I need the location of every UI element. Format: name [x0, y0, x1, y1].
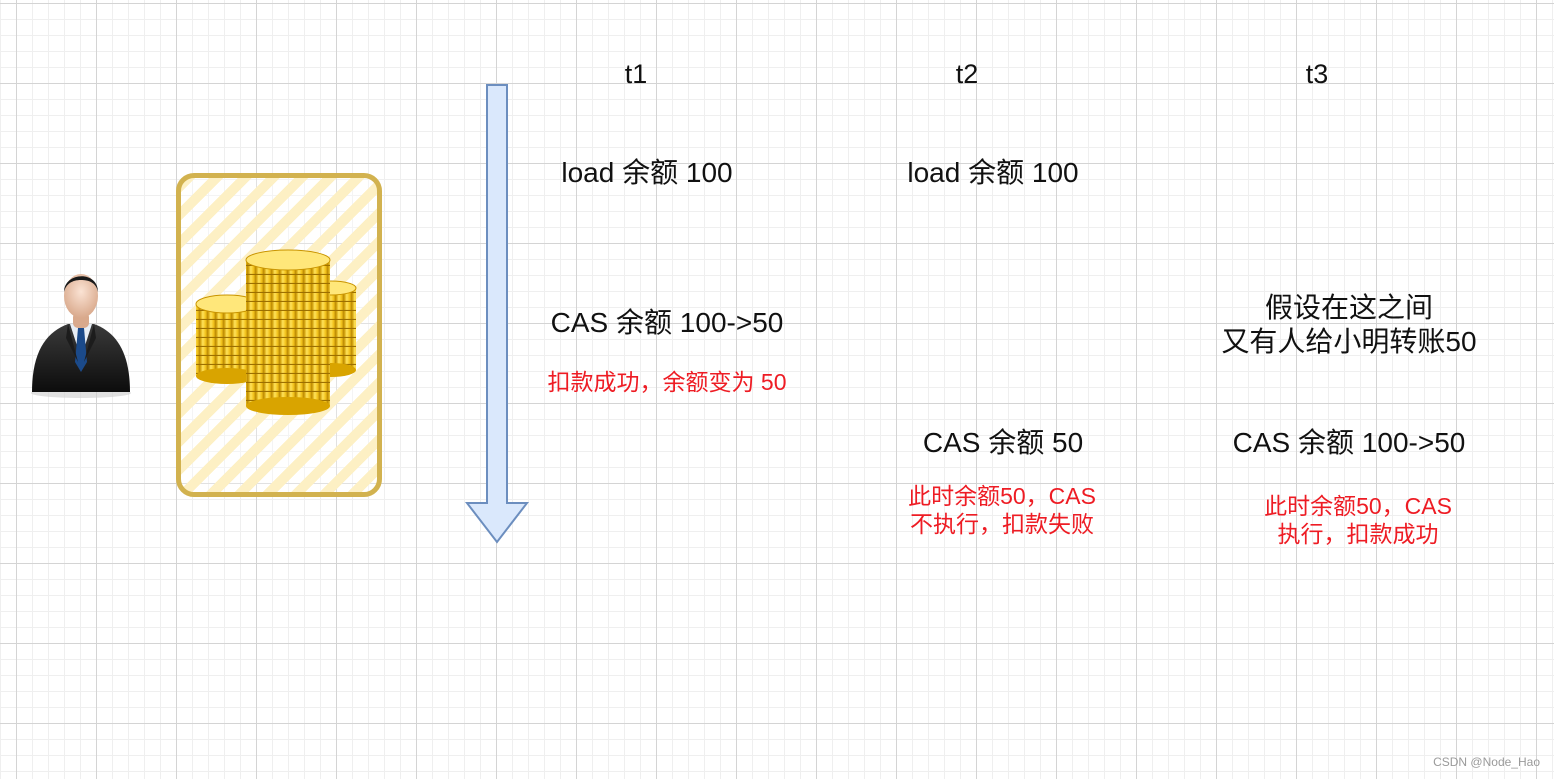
t3-result-note: 此时余额50，CAS 执行，扣款成功	[1264, 493, 1452, 548]
t2-load-step: load 余额 100	[907, 157, 1079, 188]
t2-result-line-1: 此时余额50，CAS	[908, 483, 1096, 509]
column-header-t2: t2	[955, 59, 979, 89]
t2-result-note: 此时余额50，CAS 不执行，扣款失败	[908, 483, 1096, 538]
time-arrow-down-icon	[464, 84, 530, 544]
t3-event-line-1: 假设在这之间	[1264, 292, 1433, 323]
coin-stack-icon	[195, 249, 357, 415]
t3-event-note: 假设在这之间 又有人给小明转账50	[1221, 291, 1476, 358]
t1-cas-step: CAS 余额 100->50	[550, 307, 784, 338]
businessman-icon	[31, 274, 131, 398]
column-header-t3: t3	[1305, 59, 1329, 89]
t2-cas-step: CAS 余额 50	[922, 427, 1084, 458]
t1-load-step: load 余额 100	[561, 157, 733, 188]
watermark: CSDN @Node_Hao	[1433, 755, 1540, 769]
t2-result-line-2: 不执行，扣款失败	[910, 510, 1094, 537]
t3-cas-step: CAS 余额 100->50	[1232, 427, 1466, 458]
t1-result-note: 扣款成功，余额变为 50	[547, 369, 787, 395]
t3-result-line-1: 此时余额50，CAS	[1264, 493, 1452, 519]
column-header-t1: t1	[624, 59, 648, 89]
t3-result-line-2: 执行，扣款成功	[1277, 520, 1439, 547]
t3-event-line-2: 又有人给小明转账50	[1221, 325, 1477, 357]
